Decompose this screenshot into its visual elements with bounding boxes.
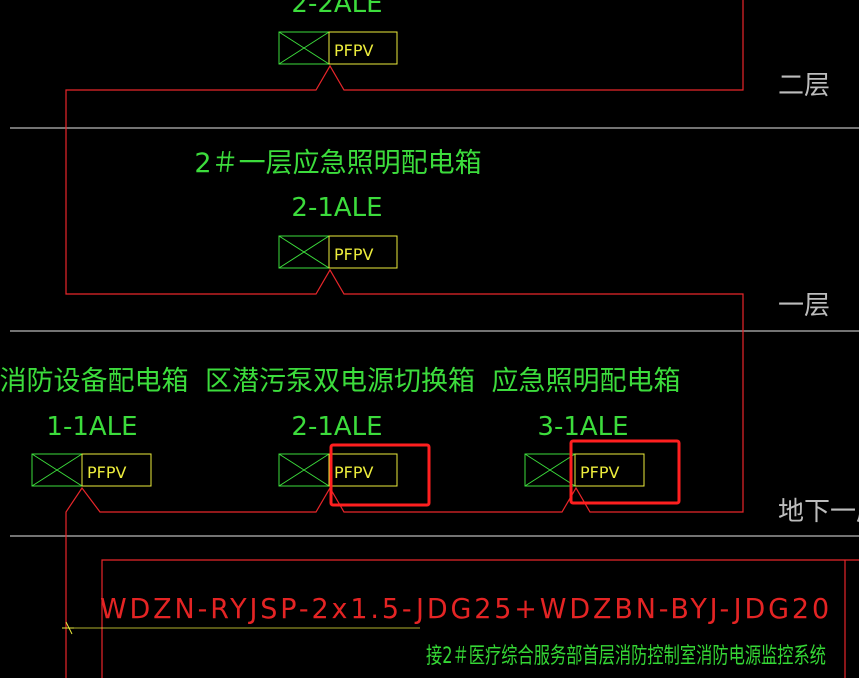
breaker-light-label: PFPV (580, 463, 620, 482)
breaker-fire[interactable]: PFPV (31, 453, 152, 487)
wiring (65, 0, 859, 678)
panel-pump-code: 2-1ALE (291, 412, 382, 442)
highlight-box-light (569, 439, 681, 505)
floor-label-first: 一层 (778, 291, 830, 321)
panel-p2f-title: 2＃一层应急照明配电箱 (194, 148, 481, 179)
floor-label-second: 二层 (778, 71, 830, 101)
highlight-box-pump (329, 443, 431, 507)
breaker-light[interactable]: PFPV (524, 453, 645, 487)
breaker-fire-label: PFPV (87, 463, 127, 482)
cable-leader (62, 621, 420, 635)
breaker-p2f[interactable]: PFPV (278, 235, 398, 269)
panel-p2f-code: 2-1ALE (291, 193, 382, 223)
monitor-note: 接2＃医疗综合服务部首层消防控制室消防电源监控系统 (426, 644, 826, 669)
floor-label-basement: 地下一层 (778, 497, 859, 527)
wire-bottom-loop (101, 559, 859, 678)
panel-light-code: 3-1ALE (537, 412, 628, 442)
breaker-top[interactable]: PFPV (278, 31, 398, 65)
breaker-p2f-label: PFPV (334, 245, 374, 264)
wire-top-loop (65, 0, 744, 678)
panel-fire-title: 消防设备配电箱 (0, 366, 189, 397)
panel-light-title: 应急照明配电箱 (492, 366, 681, 397)
breaker-pump-label: PFPV (334, 463, 374, 482)
panel-top-code: 2-2ALE (291, 0, 382, 19)
cable-spec: WDZN-RYJSP-2x1.5-JDG25+WDZBN-BYJ-JDG20 (100, 592, 832, 625)
breaker-top-label: PFPV (334, 41, 374, 60)
panel-fire-code: 1-1ALE (46, 412, 137, 442)
panel-pump-title: 区潜污泵双电源切换箱 (205, 366, 475, 397)
breaker-pump[interactable]: PFPV (278, 453, 398, 487)
